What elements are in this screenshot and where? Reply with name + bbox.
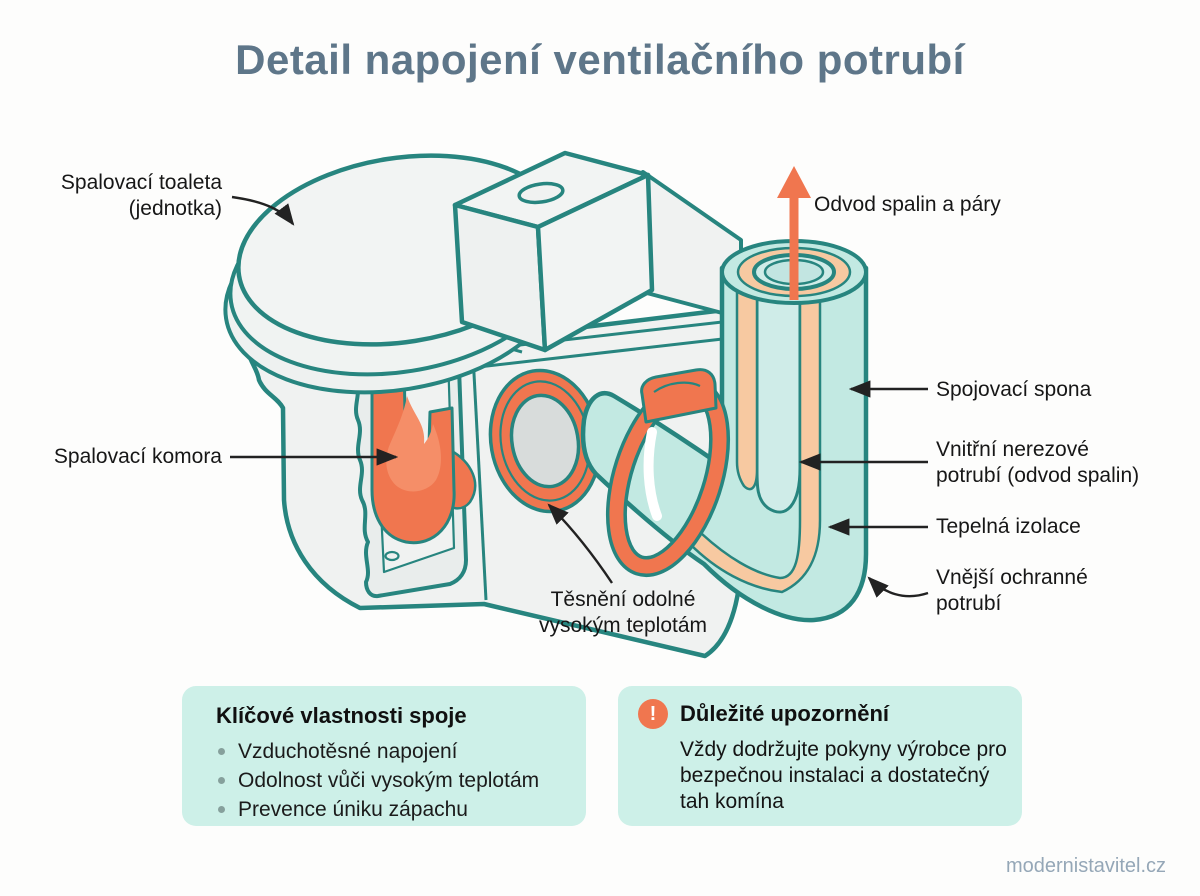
- label-combustion-chamber: Spalovací komora: [53, 445, 222, 468]
- label-toilet-unit: Spalovací toaleta (jednotka): [60, 171, 222, 220]
- warning-text: Vždy dodržujte pokyny výrobce pro bezpeč…: [680, 738, 1007, 813]
- vent-pipe-illustration: [580, 166, 869, 623]
- flame-icon: [386, 396, 442, 492]
- label-outer-pipe: Vnější ochranné potrubí: [936, 566, 1088, 615]
- label-clamp: Spojovací spona: [936, 378, 1092, 401]
- key-features-list: Vzduchotěsné napojení Odolnost vůči vyso…: [216, 737, 566, 824]
- warning-box: ! Důležité upozornění Vždy dodržujte pok…: [618, 686, 1022, 826]
- clamp-screw-housing: [640, 368, 718, 424]
- arrow-outer-pipe: [867, 576, 929, 598]
- combustion-chamber-illustration: [370, 359, 477, 545]
- label-inner-pipe: Vnitřní nerezové potrubí (odvod spalin): [936, 438, 1140, 487]
- clamp-illustration: [605, 368, 731, 578]
- toilet-illustration: [223, 150, 744, 659]
- watermark: modernistavitel.cz: [1005, 855, 1166, 877]
- feature-item: Vzduchotěsné napojení: [216, 737, 566, 766]
- key-features-heading: Klíčové vlastnosti spoje: [216, 703, 467, 728]
- gasket-ring: [488, 368, 602, 514]
- insulation-layer-left: [735, 266, 759, 491]
- toilet-tank: [452, 150, 743, 353]
- up-arrow-icon: [777, 166, 811, 300]
- key-features-box: Klíčové vlastnosti spoje Vzduchotěsné na…: [182, 686, 586, 826]
- feature-item: Odolnost vůči vysokým teplotám: [216, 766, 566, 795]
- arrow-gasket: [547, 503, 613, 584]
- warning-heading: Důležité upozornění: [680, 701, 889, 726]
- feature-item: Prevence úniku zápachu: [216, 795, 566, 824]
- label-insulation: Tepelná izolace: [936, 515, 1081, 538]
- flush-button: [517, 181, 565, 205]
- label-gasket: Těsnění odolné vysokým teplotám: [538, 588, 708, 637]
- label-exhaust: Odvod spalin a páry: [814, 193, 1001, 216]
- page-title: Detail napojení ventilačního potrubí: [235, 36, 965, 83]
- exclamation-icon: !: [638, 699, 668, 729]
- arrow-toilet-unit: [231, 195, 295, 226]
- callout-arrows: [230, 195, 929, 598]
